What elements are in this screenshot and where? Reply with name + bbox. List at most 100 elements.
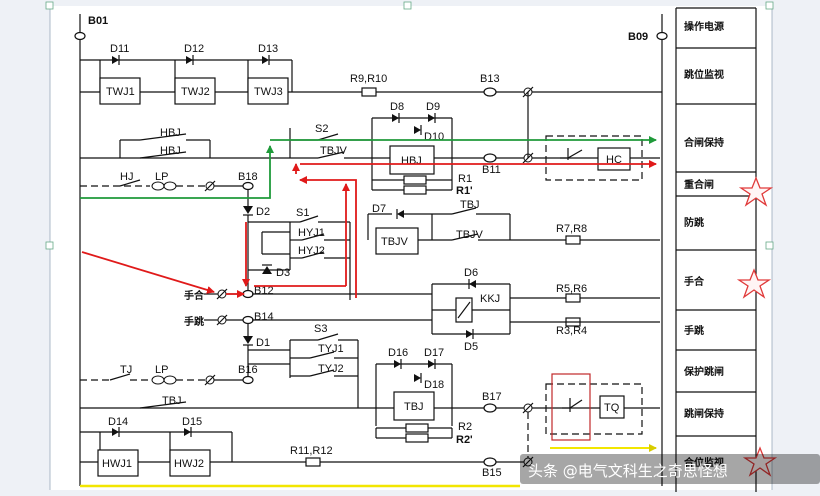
diode-label-d9: D9 bbox=[426, 101, 440, 113]
node-label-b01: B01 bbox=[88, 15, 108, 27]
function-label-3: 重合闸 bbox=[684, 178, 714, 191]
relay-label-tq: TQ bbox=[604, 402, 620, 414]
diode-d8 bbox=[392, 113, 400, 123]
diode-label-d3: D3 bbox=[276, 267, 290, 279]
diode-d11 bbox=[112, 55, 120, 65]
relay-label-tbj: TBJ bbox=[404, 401, 424, 413]
resistor-r5r6 bbox=[565, 293, 581, 303]
star-icon bbox=[738, 176, 774, 207]
terminal-b11 bbox=[483, 153, 497, 163]
node-label-b18: B18 bbox=[238, 171, 258, 183]
resistor-label-r5r6: R5,R6 bbox=[556, 283, 587, 295]
relay-twj1 bbox=[99, 77, 141, 105]
diode-label-d18: D18 bbox=[424, 379, 444, 391]
diode-label-d1: D1 bbox=[256, 337, 270, 349]
resistor-label-r2: R2 bbox=[458, 421, 472, 433]
terminal-b15 bbox=[483, 457, 497, 467]
resistor-r2 bbox=[405, 423, 429, 433]
contact-label-s2: S2 bbox=[315, 123, 328, 135]
relay-label-hwj1: HWJ1 bbox=[102, 458, 132, 470]
resistor-r1p bbox=[403, 185, 427, 195]
relay-label-hc: HC bbox=[606, 154, 622, 166]
contact-label-s3: S3 bbox=[314, 323, 327, 335]
diode-label-d8: D8 bbox=[390, 101, 404, 113]
node-label-b13: B13 bbox=[480, 73, 500, 85]
diode-label-d11: D11 bbox=[110, 43, 129, 55]
terminal-b18 bbox=[242, 181, 254, 191]
contact-label-tbjv-1: TBJV bbox=[320, 145, 348, 157]
function-label-1: 跳位监视 bbox=[684, 68, 724, 81]
node-label-b14: B14 bbox=[254, 311, 274, 323]
red-path-return bbox=[299, 176, 357, 298]
diode-d15 bbox=[184, 427, 192, 437]
watermark-backdrop bbox=[520, 454, 820, 484]
node-label-b15: B15 bbox=[482, 467, 502, 479]
contact-label-hbj-mid: HBJ bbox=[160, 145, 181, 157]
diode-label-d7: D7 bbox=[372, 203, 386, 215]
diode-label-d15: D15 bbox=[182, 416, 202, 428]
resistor-label-r3r4: R3,R4 bbox=[556, 325, 587, 337]
contact-label-tyj2: TYJ2 bbox=[318, 363, 344, 375]
function-label-7: 保护跳闸 bbox=[683, 365, 724, 378]
diode-d6 bbox=[468, 279, 476, 289]
diode-d9 bbox=[428, 113, 436, 123]
trip-contact-highlight bbox=[551, 373, 591, 441]
relay-hwj2 bbox=[169, 449, 211, 477]
diode-label-d17: D17 bbox=[424, 347, 444, 359]
contact-label-s1: S1 bbox=[296, 207, 309, 219]
function-label-4: 防跳 bbox=[684, 216, 704, 229]
contact-label-hj: HJ bbox=[120, 171, 133, 183]
relay-tbj bbox=[393, 391, 435, 421]
diode-label-d6: D6 bbox=[464, 267, 478, 279]
resistor-label-r1: R1 bbox=[458, 173, 472, 185]
function-label-6: 手跳 bbox=[684, 324, 704, 337]
input-label-manual-trip: 手跳 bbox=[184, 315, 204, 328]
diode-d16 bbox=[394, 359, 402, 369]
star-icon bbox=[742, 446, 778, 477]
contact-label-hbj-top: HBJ bbox=[160, 127, 181, 139]
function-label-8: 跳闸保持 bbox=[684, 407, 724, 420]
resistor-label-r7r8: R7,R8 bbox=[556, 223, 587, 235]
relay-tq bbox=[599, 395, 625, 419]
breaker-trip-box bbox=[545, 383, 643, 435]
function-label-9: 合位监视 bbox=[683, 456, 724, 469]
resistor-label-r11r12: R11,R12 bbox=[290, 445, 333, 457]
contact-label-hyj2: HYJ2 bbox=[298, 245, 325, 257]
diode-label-d13: D13 bbox=[258, 43, 278, 55]
terminal-b17 bbox=[483, 403, 497, 413]
function-label-0: 操作电源 bbox=[684, 20, 724, 33]
diode-label-d16: D16 bbox=[388, 347, 408, 359]
contact-label-tbjv-2: TBJV bbox=[456, 229, 484, 241]
terminal-b14 bbox=[242, 315, 254, 325]
function-label-2: 合闸保持 bbox=[683, 136, 724, 149]
contact-label-hyj1: HYJ1 bbox=[298, 227, 325, 239]
diode-d18 bbox=[414, 373, 422, 383]
relay-hbj bbox=[389, 145, 435, 175]
diode-d10 bbox=[414, 125, 422, 135]
relay-label-twj1: TWJ1 bbox=[106, 86, 135, 98]
relay-label-tbjv: TBJV bbox=[381, 236, 409, 248]
relay-hwj1 bbox=[97, 449, 139, 477]
input-label-manual-close: 手合 bbox=[184, 289, 205, 302]
resistor-label-r1p: R1' bbox=[456, 185, 473, 197]
contact-label-tbj-2: TBJ bbox=[162, 395, 182, 407]
resistor-r9r10 bbox=[361, 87, 377, 97]
relay-label-twj2: TWJ2 bbox=[181, 86, 210, 98]
resistor-r2p bbox=[405, 433, 429, 443]
terminal-b01 bbox=[74, 31, 86, 41]
resistor-label-r2p: R2' bbox=[456, 434, 473, 446]
resistor-r1 bbox=[403, 175, 427, 185]
function-label-5: 手合 bbox=[684, 275, 705, 288]
breaker-close-box bbox=[545, 135, 643, 181]
relay-twj3 bbox=[247, 77, 289, 105]
diode-d17 bbox=[428, 359, 436, 369]
node-label-b09: B09 bbox=[628, 31, 648, 43]
terminal-b16 bbox=[242, 375, 254, 385]
terminal-b09 bbox=[656, 31, 668, 41]
resistor-label-r9r10: R9,R10 bbox=[350, 73, 387, 85]
node-label-b17: B17 bbox=[482, 391, 502, 403]
red-path-manual-close bbox=[81, 251, 215, 294]
diode-label-d5: D5 bbox=[464, 341, 478, 353]
relay-twj2 bbox=[174, 77, 216, 105]
contact-label-tyj1: TYJ1 bbox=[318, 343, 344, 355]
